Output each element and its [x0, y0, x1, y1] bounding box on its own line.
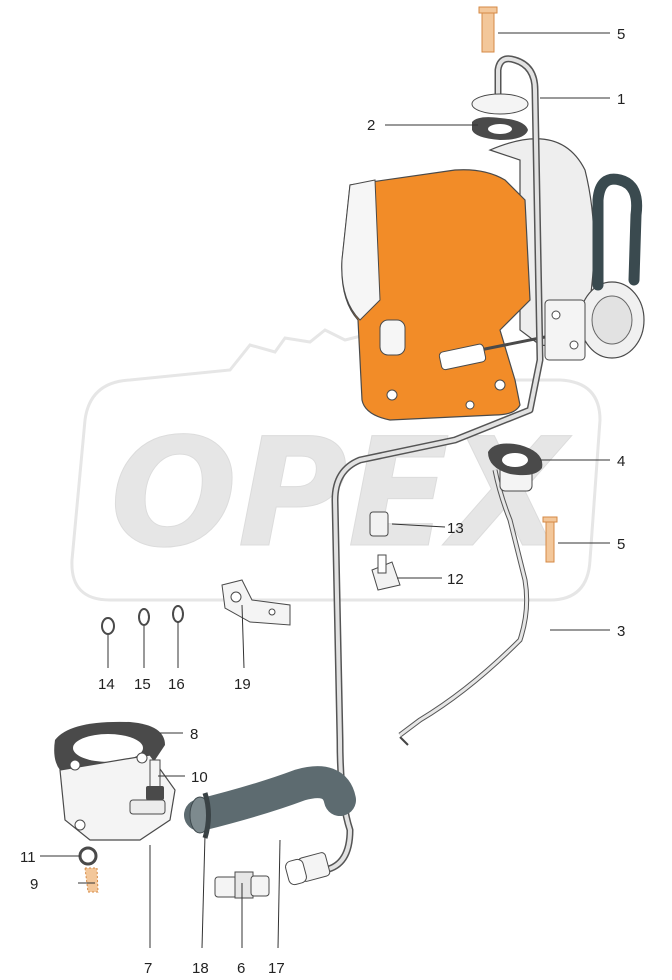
union-fitting-6 [214, 871, 270, 899]
callout-18: 18 [192, 960, 209, 977]
callout-17: 17 [268, 960, 285, 977]
bolt-9 [84, 867, 99, 893]
hose-17 [184, 766, 356, 834]
callout-4: 4 [617, 453, 625, 470]
callout-14: 14 [98, 676, 115, 693]
turbocharger [341, 138, 645, 421]
callout-labels: 1 2 3 4 5 5 6 7 8 9 10 11 12 13 14 15 16… [20, 26, 625, 977]
callout-2: 2 [367, 117, 375, 134]
washer-16 [172, 605, 184, 623]
callout-10: 10 [191, 769, 208, 786]
callout-3: 3 [617, 623, 625, 640]
leader-lines [40, 32, 610, 949]
washer-11 [78, 846, 98, 866]
washer-15 [138, 608, 150, 626]
gasket-4 [488, 443, 543, 476]
callout-7: 7 [144, 960, 152, 977]
washer-14 [101, 617, 115, 635]
callout-12: 12 [447, 571, 464, 588]
actuator-hose [592, 173, 643, 291]
callout-16: 16 [168, 676, 185, 693]
gasket-2 [472, 117, 528, 140]
bracket-19 [221, 579, 291, 626]
watermark: OPEX [70, 328, 602, 602]
callout-19: 19 [234, 676, 251, 693]
bolt-5-upper [478, 6, 498, 53]
callout-6: 6 [237, 960, 245, 977]
sleeve-13 [369, 511, 389, 537]
oil-feed-pipe [285, 55, 544, 886]
callout-5-lower: 5 [617, 536, 625, 553]
callout-15: 15 [134, 676, 151, 693]
adapter-housing-7 [59, 752, 176, 841]
hose-clamp-18 [202, 792, 211, 839]
callout-8: 8 [190, 726, 198, 743]
watermark-text: OPEX [110, 407, 572, 581]
callout-5-upper: 5 [617, 26, 625, 43]
bolt-5-lower [542, 516, 558, 563]
callout-9: 9 [30, 876, 38, 893]
clamp-12 [371, 554, 401, 591]
bolt-10 [146, 759, 164, 800]
callout-1: 1 [617, 91, 625, 108]
callout-13: 13 [447, 520, 464, 537]
callout-11: 11 [20, 849, 36, 866]
